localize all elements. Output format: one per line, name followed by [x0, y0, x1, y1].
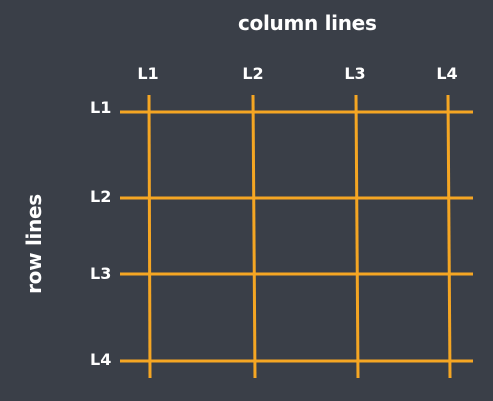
column-line-1 — [147, 94, 152, 379]
column-line-2 — [251, 94, 257, 379]
column-line-3 — [354, 94, 360, 379]
row-label-3: L3 — [90, 264, 112, 283]
column-line-4 — [446, 94, 452, 379]
row-label-1: L1 — [90, 98, 112, 117]
column-label-4: L4 — [436, 64, 458, 83]
column-label-3: L3 — [344, 64, 366, 83]
column-label-1: L1 — [137, 64, 159, 83]
row-label-2: L2 — [90, 187, 112, 206]
column-lines-title: column lines — [238, 11, 377, 35]
row-label-4: L4 — [90, 350, 112, 369]
column-label-2: L2 — [242, 64, 264, 83]
